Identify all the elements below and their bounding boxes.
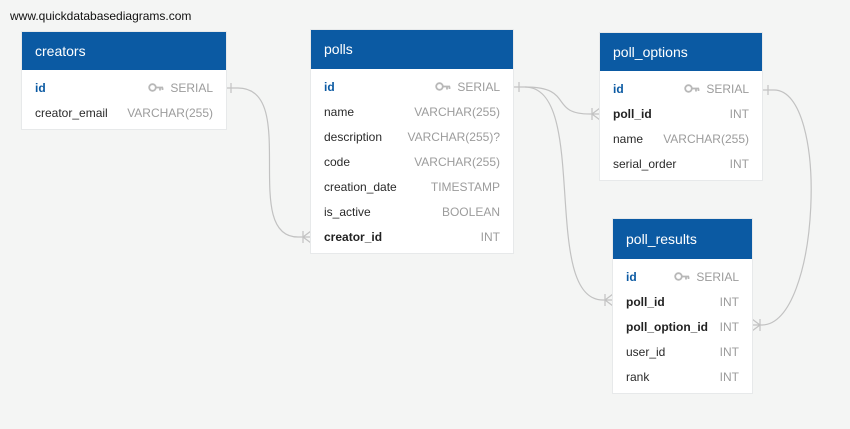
field-row-name[interactable]: name VARCHAR(255) bbox=[600, 126, 762, 151]
field-name: creator_email bbox=[35, 106, 108, 120]
field-type: SERIAL bbox=[435, 80, 500, 95]
field-name: user_id bbox=[626, 345, 666, 359]
field-row-id[interactable]: id SERIAL bbox=[613, 264, 752, 289]
field-name: creator_id bbox=[324, 230, 383, 244]
field-type-label: SERIAL bbox=[696, 270, 739, 284]
field-type: VARCHAR(255)? bbox=[408, 130, 500, 144]
connector-creators-polls bbox=[226, 87, 311, 238]
primary-key-icon bbox=[435, 80, 451, 94]
field-type: INT bbox=[481, 230, 500, 244]
field-name: serial_order bbox=[613, 157, 677, 171]
field-name: is_active bbox=[324, 205, 371, 219]
field-name: id bbox=[35, 81, 46, 95]
field-name: rank bbox=[626, 370, 650, 384]
connector-options-results bbox=[752, 89, 812, 326]
field-name: poll_option_id bbox=[626, 320, 708, 334]
field-type: INT bbox=[720, 370, 739, 384]
field-name: name bbox=[324, 105, 355, 119]
primary-key-icon bbox=[674, 270, 690, 284]
field-type-label: VARCHAR(255) bbox=[414, 155, 500, 169]
field-name: code bbox=[324, 155, 351, 169]
field-type: INT bbox=[730, 107, 749, 121]
field-row-poll-id[interactable]: poll_id INT bbox=[600, 101, 762, 126]
connector-polls-options bbox=[513, 86, 600, 115]
field-type-label: INT bbox=[729, 107, 749, 121]
field-type: VARCHAR(255) bbox=[663, 132, 749, 146]
field-type-label: TIMESTAMP bbox=[430, 180, 500, 194]
field-name: poll_id bbox=[626, 295, 665, 309]
field-row-description[interactable]: description VARCHAR(255)? bbox=[311, 124, 513, 149]
field-type: SERIAL bbox=[148, 81, 213, 96]
field-type: TIMESTAMP bbox=[431, 180, 500, 194]
field-type-label: INT bbox=[719, 295, 739, 309]
connector-polls-results bbox=[524, 86, 613, 301]
primary-key-icon bbox=[148, 81, 164, 95]
field-type-label: SERIAL bbox=[457, 80, 500, 94]
field-row-id[interactable]: id SERIAL bbox=[22, 75, 226, 100]
field-row-is-active[interactable]: is_active BOOLEAN bbox=[311, 199, 513, 224]
field-type-label: VARCHAR(255) bbox=[127, 106, 213, 120]
field-type: INT bbox=[720, 295, 739, 309]
field-name: creation_date bbox=[324, 180, 397, 194]
field-name: id bbox=[613, 82, 624, 96]
field-row-creator-id[interactable]: creator_id INT bbox=[311, 224, 513, 249]
field-type-label: INT bbox=[729, 157, 749, 171]
field-type: SERIAL bbox=[674, 270, 739, 285]
field-row-rank[interactable]: rank INT bbox=[613, 364, 752, 389]
field-type: INT bbox=[730, 157, 749, 171]
field-row-user-id[interactable]: user_id INT bbox=[613, 339, 752, 364]
field-name: name bbox=[613, 132, 644, 146]
field-type: VARCHAR(255) bbox=[414, 155, 500, 169]
field-row-creation-date[interactable]: creation_date TIMESTAMP bbox=[311, 174, 513, 199]
table-header[interactable]: poll_options bbox=[600, 33, 762, 71]
field-row-poll-id[interactable]: poll_id INT bbox=[613, 289, 752, 314]
field-row-code[interactable]: code VARCHAR(255) bbox=[311, 149, 513, 174]
field-name: poll_id bbox=[613, 107, 652, 121]
field-type-label: INT bbox=[480, 230, 500, 244]
field-type-label: BOOLEAN bbox=[441, 205, 500, 219]
field-type-label: INT bbox=[719, 370, 739, 384]
field-name: description bbox=[324, 130, 383, 144]
field-type: INT bbox=[720, 345, 739, 359]
table-header[interactable]: poll_results bbox=[613, 219, 752, 259]
field-type: VARCHAR(255) bbox=[127, 106, 213, 120]
field-row-serial-order[interactable]: serial_order INT bbox=[600, 151, 762, 176]
field-name: id bbox=[626, 270, 637, 284]
field-type: BOOLEAN bbox=[442, 205, 500, 219]
field-type-label: INT bbox=[719, 320, 739, 334]
site-url[interactable]: www.quickdatabasediagrams.com bbox=[10, 9, 192, 23]
field-type-label: VARCHAR(255) bbox=[663, 132, 749, 146]
field-row-id[interactable]: id SERIAL bbox=[600, 76, 762, 101]
field-type-label: VARCHAR(255) bbox=[414, 105, 500, 119]
field-row-name[interactable]: name VARCHAR(255) bbox=[311, 99, 513, 124]
table-body: id SERIAL creator_email VARCHAR(255) bbox=[22, 70, 226, 129]
table-header[interactable]: creators bbox=[22, 32, 226, 70]
field-type: SERIAL bbox=[684, 82, 749, 97]
field-type-label: SERIAL bbox=[706, 82, 749, 96]
field-type: INT bbox=[720, 320, 739, 334]
table-creators[interactable]: creators id SERIAL creator_email VARCHAR(25… bbox=[22, 32, 226, 129]
field-row-id[interactable]: id SERIAL bbox=[311, 74, 513, 99]
table-header[interactable]: polls bbox=[311, 30, 513, 69]
primary-key-icon bbox=[684, 82, 700, 96]
field-row-creator-email[interactable]: creator_email VARCHAR(255) bbox=[22, 100, 226, 125]
field-row-poll-option-id[interactable]: poll_option_id INT bbox=[613, 314, 752, 339]
field-type-label: VARCHAR(255)? bbox=[407, 130, 500, 144]
field-type-label: INT bbox=[719, 345, 739, 359]
field-name: id bbox=[324, 80, 335, 94]
field-type-label: SERIAL bbox=[170, 81, 213, 95]
field-type: VARCHAR(255) bbox=[414, 105, 500, 119]
